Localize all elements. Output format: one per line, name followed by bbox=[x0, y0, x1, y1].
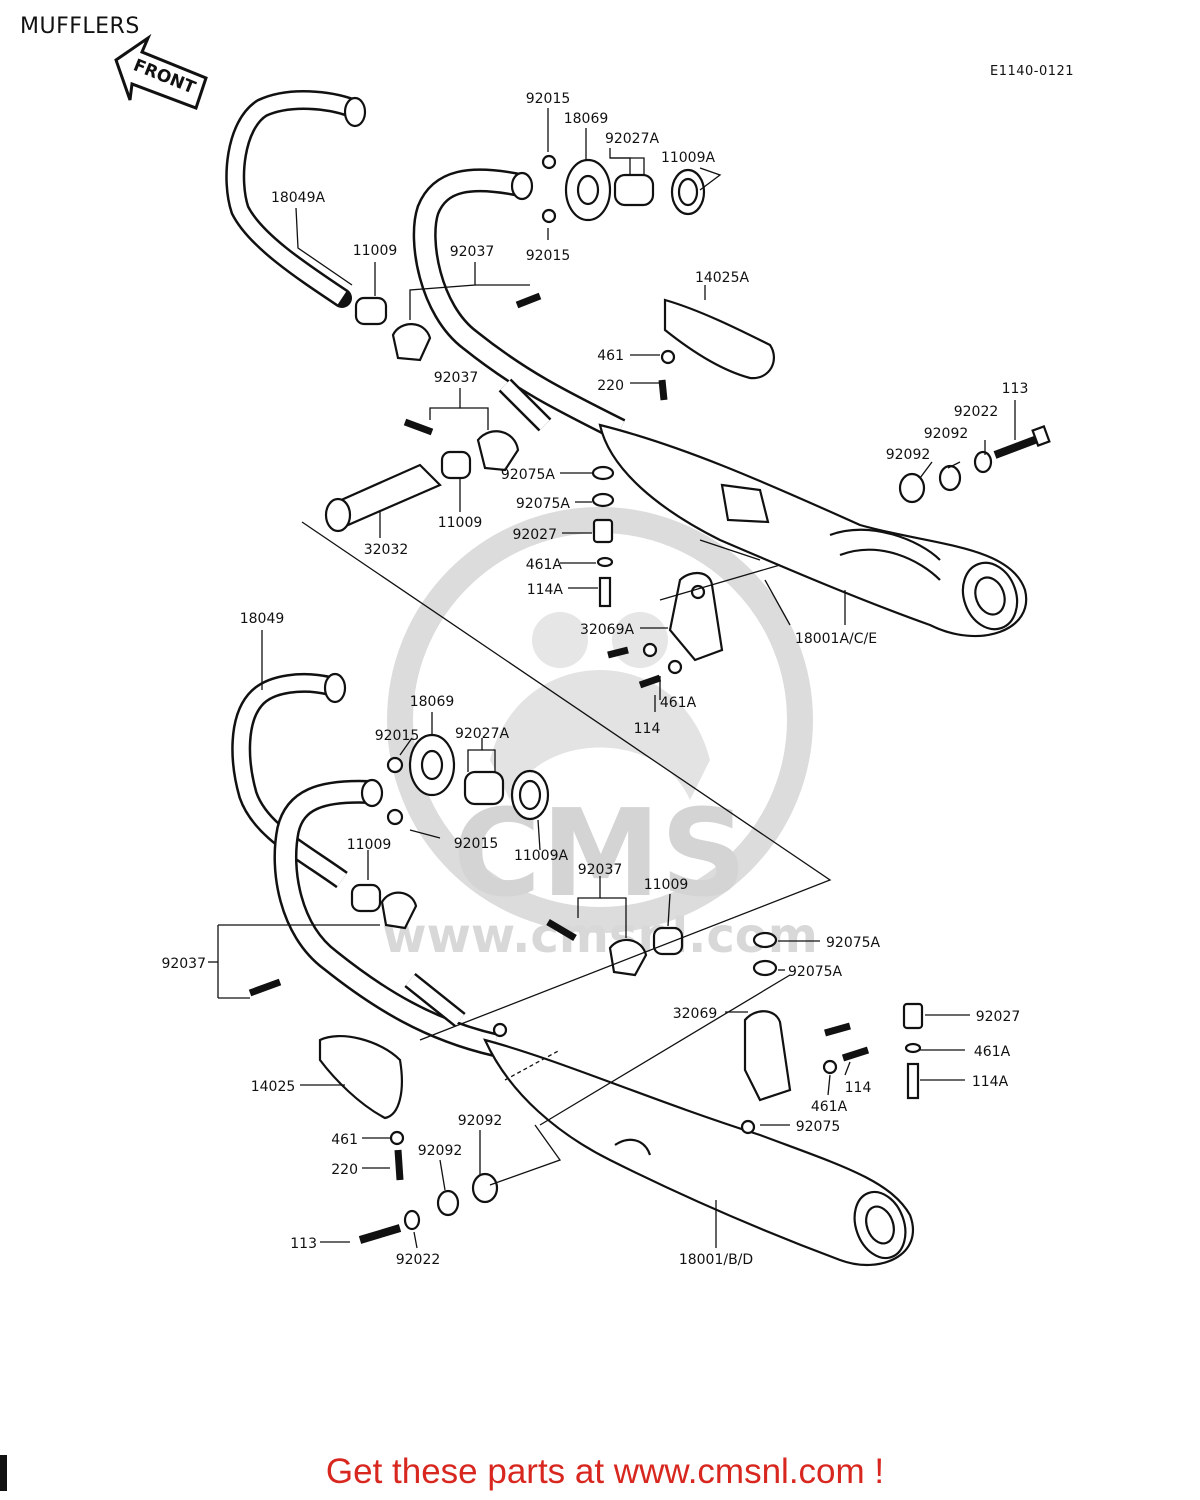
callout-label[interactable]: 461A bbox=[811, 1099, 848, 1115]
callout-label[interactable]: 92015 bbox=[375, 728, 420, 744]
watermark-brand: CMS bbox=[453, 785, 747, 924]
callout-label[interactable]: 113 bbox=[1002, 381, 1029, 397]
edge-marker bbox=[0, 1455, 7, 1491]
callout-label[interactable]: 92037 bbox=[434, 370, 479, 386]
callout-label[interactable]: 92092 bbox=[418, 1143, 463, 1159]
lower-muffler-assembly bbox=[231, 672, 924, 1267]
callout-label[interactable]: 18069 bbox=[564, 111, 609, 127]
callout-label[interactable]: 11009 bbox=[347, 837, 392, 853]
callout-label[interactable]: 18049A bbox=[271, 190, 326, 206]
callout-label[interactable]: 92037 bbox=[450, 244, 495, 260]
callout-label[interactable]: 14025 bbox=[251, 1079, 296, 1095]
callout-label[interactable]: 92075A bbox=[501, 467, 556, 483]
muffler-18001-b-d bbox=[483, 1038, 914, 1267]
heat-shield-14025a bbox=[663, 298, 776, 380]
callout-label[interactable]: 11009 bbox=[644, 877, 689, 893]
callout-label[interactable]: 18069 bbox=[410, 694, 455, 710]
callout-label[interactable]: 461 bbox=[597, 348, 624, 364]
callout-label[interactable]: 461A bbox=[526, 557, 563, 573]
callout-label[interactable]: 92022 bbox=[396, 1252, 441, 1268]
callout-label[interactable]: 220 bbox=[597, 378, 624, 394]
bracket-32069a bbox=[668, 572, 724, 662]
front-arrow-icon: FRONT bbox=[114, 33, 208, 110]
callout-label[interactable]: 32069 bbox=[673, 1006, 718, 1022]
parts-diagram: CMS www.cmsnl.com FRONT bbox=[114, 33, 1051, 1268]
callout-label[interactable]: 32069A bbox=[580, 622, 635, 638]
callout-label[interactable]: 220 bbox=[331, 1162, 358, 1178]
upper-muffler-assembly bbox=[225, 90, 1051, 689]
callout-label[interactable]: 92015 bbox=[526, 248, 571, 264]
callout-label[interactable]: 461A bbox=[660, 695, 697, 711]
callout-label[interactable]: 92075A bbox=[516, 496, 571, 512]
callout-label[interactable]: 11009A bbox=[661, 150, 716, 166]
callout-label[interactable]: 114A bbox=[972, 1074, 1009, 1090]
callout-label[interactable]: 92015 bbox=[526, 91, 571, 107]
page-title: MUFFLERS bbox=[20, 14, 140, 39]
diagram-code: E1140-0121 bbox=[990, 64, 1075, 79]
callout-label[interactable]: 461A bbox=[974, 1044, 1011, 1060]
callout-label[interactable]: 114 bbox=[845, 1080, 872, 1096]
callout-label[interactable]: 92075A bbox=[826, 935, 881, 951]
callout-label[interactable]: 92027 bbox=[976, 1009, 1021, 1025]
callout-label[interactable]: 114A bbox=[527, 582, 564, 598]
callout-label[interactable]: 92015 bbox=[454, 836, 499, 852]
callout-label[interactable]: 11009 bbox=[353, 243, 398, 259]
callout-label[interactable]: 92092 bbox=[458, 1113, 503, 1129]
callout-label[interactable]: 92027A bbox=[605, 131, 660, 147]
leader-lines bbox=[208, 108, 1016, 1249]
muffler-18001a-c-e bbox=[598, 423, 1028, 638]
callout-label[interactable]: 92075A bbox=[788, 964, 843, 980]
callout-label[interactable]: 92027 bbox=[512, 527, 557, 543]
callout-label[interactable]: 14025A bbox=[695, 270, 750, 286]
callout-label[interactable]: 113 bbox=[290, 1236, 317, 1252]
callout-label[interactable]: 92092 bbox=[886, 447, 931, 463]
heat-shield-14025 bbox=[318, 1035, 403, 1120]
callout-label[interactable]: 92075 bbox=[796, 1119, 841, 1135]
callout-label[interactable]: 92037 bbox=[578, 862, 623, 878]
callout-label[interactable]: 92092 bbox=[924, 426, 969, 442]
callout-labels: 92015 18069 92027A 11009A 18049A 92015 1… bbox=[161, 91, 1028, 1268]
callout-label[interactable]: 92027A bbox=[455, 726, 510, 742]
callout-label[interactable]: 11009 bbox=[438, 515, 483, 531]
callout-label[interactable]: 114 bbox=[634, 721, 661, 737]
callout-label[interactable]: 18049 bbox=[240, 611, 285, 627]
watermark-url: www.cmsnl.com bbox=[382, 908, 818, 964]
callout-label[interactable]: 92022 bbox=[954, 404, 999, 420]
callout-label[interactable]: 11009A bbox=[514, 848, 569, 864]
callout-label[interactable]: 32032 bbox=[364, 542, 409, 558]
reference-lines bbox=[301, 521, 832, 1186]
bracket-32069 bbox=[743, 1010, 792, 1102]
callout-label[interactable]: 461 bbox=[331, 1132, 358, 1148]
callout-label[interactable]: 18001/B/D bbox=[679, 1252, 753, 1268]
callout-label[interactable]: 18001A/C/E bbox=[795, 631, 877, 647]
cta-banner-link[interactable]: Get these parts at www.cmsnl.com ! bbox=[325, 1452, 885, 1491]
callout-label[interactable]: 92037 bbox=[161, 956, 206, 972]
